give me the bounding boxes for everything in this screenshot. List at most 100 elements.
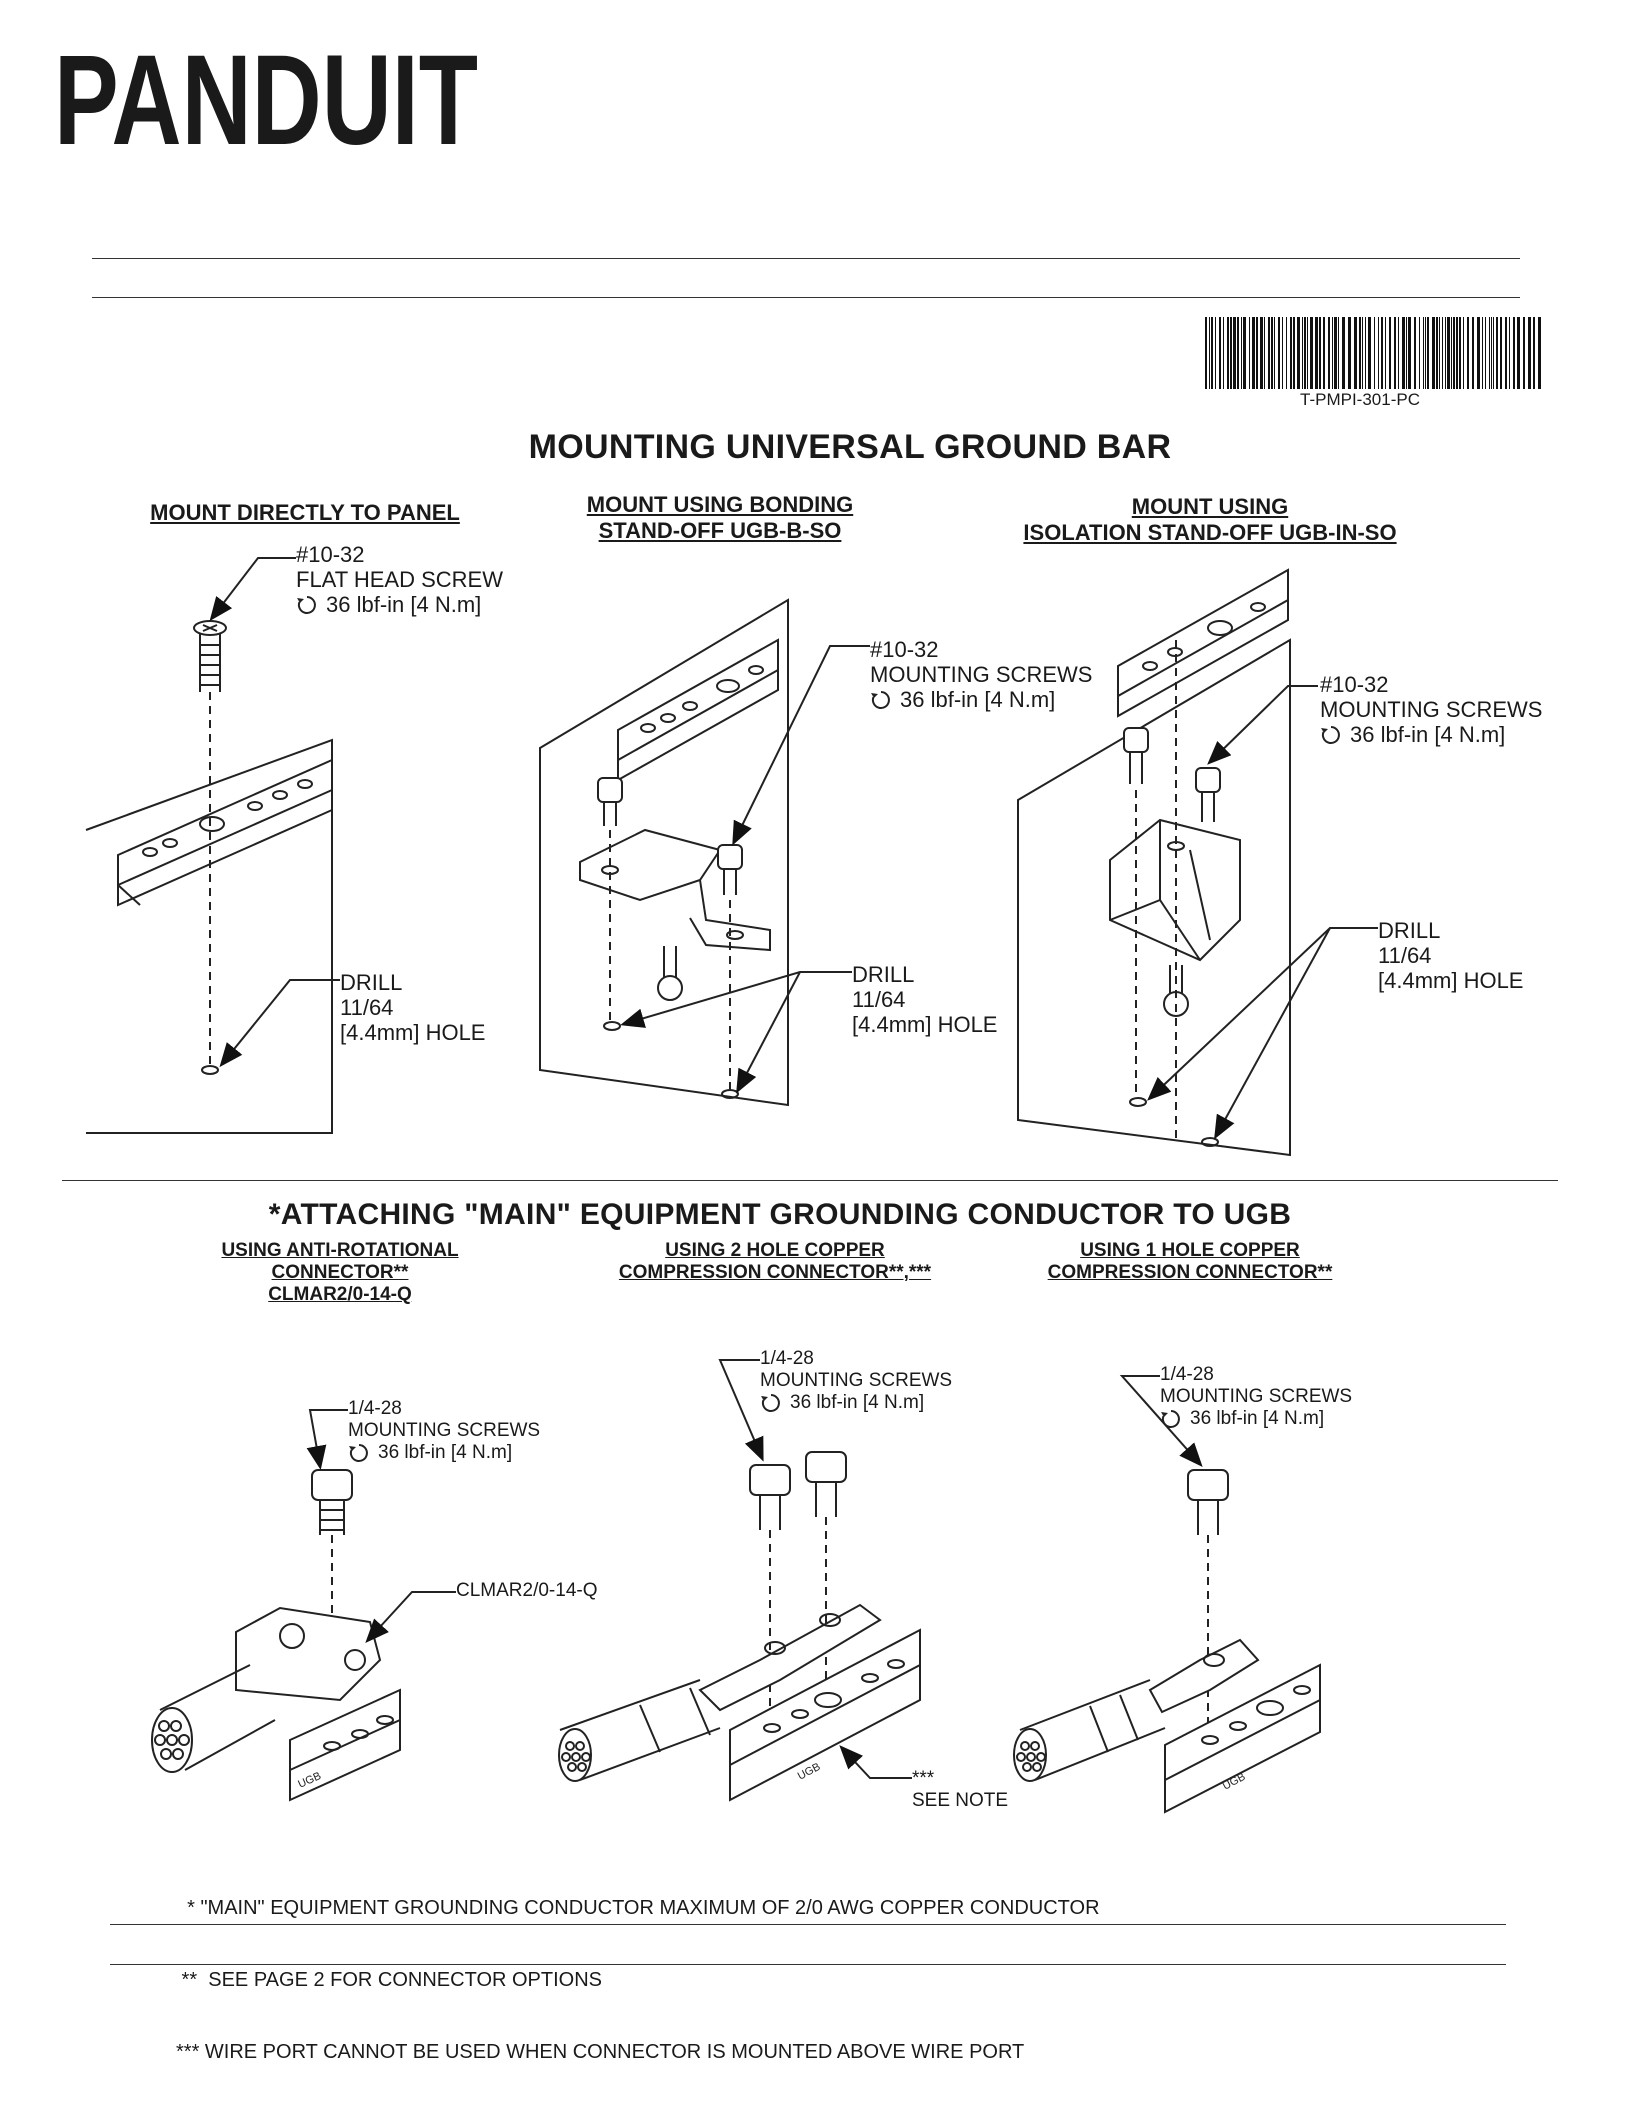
barcode-bar xyxy=(1365,317,1366,389)
barcode-bar xyxy=(1264,317,1265,389)
two-hole-lug xyxy=(698,1603,882,1712)
barcode-bar xyxy=(1472,317,1474,389)
barcode-bar xyxy=(1447,317,1450,389)
barcode-bar xyxy=(1338,317,1339,389)
s2-col1-screw-callout: 1/4-28 MOUNTING SCREWS 36 lbf-in [4 N.m] xyxy=(348,1398,541,1463)
rotation-icon xyxy=(761,1394,780,1412)
s1-col3-heading: MOUNT USING ISOLATION STAND-OFF UGB-IN-S… xyxy=(1023,494,1397,545)
barcode-bar xyxy=(1249,317,1250,389)
s2-col2-note-callout: *** SEE NOTE xyxy=(912,1768,1009,1811)
s1-col2-drill-callout: DRILL 11/64 [4.4mm] HOLE xyxy=(852,962,998,1037)
barcode-bar xyxy=(1378,317,1379,389)
barcode-bar xyxy=(1268,317,1270,389)
header-rule-1 xyxy=(92,258,1520,259)
logo-text: PANDUIT xyxy=(54,46,478,152)
barcode-bar xyxy=(1323,317,1325,389)
barcode-bar xyxy=(1451,317,1452,389)
barcode-bar xyxy=(1442,317,1443,389)
bar-ugb-label: UGB xyxy=(1221,1771,1248,1793)
barcode-bar xyxy=(1477,317,1480,389)
barcode-bar xyxy=(1381,317,1383,389)
header-rule-2 xyxy=(92,297,1520,298)
panel xyxy=(539,598,789,1107)
s1-col3-drill-callout: DRILL 11/64 [4.4mm] HOLE xyxy=(1378,918,1524,993)
barcode-bar xyxy=(1290,317,1292,389)
barcode-bar xyxy=(1243,317,1246,389)
barcode-bar xyxy=(1205,317,1207,389)
barcode-bar xyxy=(1230,317,1232,389)
footnote-2: ** SEE PAGE 2 FOR CONNECTOR OPTIONS xyxy=(176,1969,603,1991)
s2-col2-screw-callout: 1/4-28 MOUNTING SCREWS 36 lbf-in [4 N.m] xyxy=(760,1348,953,1413)
barcode-bar xyxy=(1408,317,1411,389)
barcode-bar xyxy=(1493,317,1494,389)
barcode-bar xyxy=(1425,317,1426,389)
barcode xyxy=(1205,317,1541,389)
panduit-logo: PANDUIT xyxy=(54,46,478,152)
s2-col1-drawing: UGB xyxy=(151,1409,456,1802)
barcode-bar xyxy=(1297,317,1300,389)
bar-ugb-label: UGB xyxy=(296,1770,323,1791)
s1-col2-heading: MOUNT USING BONDING STAND-OFF UGB-B-SO xyxy=(586,492,854,543)
barcode-bar xyxy=(1467,317,1469,389)
panel xyxy=(1017,638,1291,1157)
section2-title: *ATTACHING "MAIN" EQUIPMENT GROUNDING CO… xyxy=(268,1198,1292,1231)
footer-rule-2 xyxy=(110,1964,1506,1965)
bonding-stand-off xyxy=(579,828,722,902)
barcode-bar xyxy=(1274,317,1275,389)
one-hole-lug xyxy=(1148,1638,1260,1714)
barcode-bar xyxy=(1459,317,1461,389)
barcode-bar xyxy=(1463,317,1464,389)
barcode-bar xyxy=(1485,317,1486,389)
barcode-bar xyxy=(1419,317,1420,389)
barcode-bar xyxy=(1439,317,1440,389)
barcode-bar xyxy=(1538,317,1541,389)
barcode-bar xyxy=(1368,317,1371,389)
s1-col1-drawing xyxy=(85,557,340,1134)
footnotes: * "MAIN" EQUIPMENT GROUNDING CONDUCTOR M… xyxy=(176,1848,1100,2088)
barcode-bar xyxy=(1362,317,1363,389)
barcode-bar xyxy=(1414,317,1416,389)
barcode-bar xyxy=(1286,317,1287,389)
barcode-bar xyxy=(1354,317,1357,389)
barcode-bar xyxy=(1509,317,1510,389)
barcode-bar xyxy=(1304,317,1306,389)
barcode-bar xyxy=(1385,317,1386,389)
barcode-bar xyxy=(1394,317,1396,389)
barcode-bar xyxy=(1406,317,1407,389)
s2-col1-part-callout: CLMAR2/0-14-Q xyxy=(456,1580,598,1601)
s2-col2-heading: USING 2 HOLE COPPER COMPRESSION CONNECTO… xyxy=(618,1240,932,1283)
barcode-bar xyxy=(1237,317,1239,389)
s1-col1-screw-callout: #10-32 FLAT HEAD SCREW 36 lbf-in [4 N.m] xyxy=(296,542,503,617)
barcode-bar xyxy=(1359,317,1361,389)
barcode-bar xyxy=(1209,317,1210,389)
barcode-bar xyxy=(1517,317,1520,389)
ground-cable xyxy=(1019,1679,1166,1781)
rotation-icon xyxy=(349,1444,368,1462)
s2-col2-drawing: UGB xyxy=(558,1359,921,1802)
barcode-bar xyxy=(1334,317,1337,389)
barcode-bar xyxy=(1307,317,1308,389)
barcode-bar xyxy=(1319,317,1321,389)
rotation-icon xyxy=(871,690,890,709)
barcode-bar xyxy=(1374,317,1375,389)
barcode-bar xyxy=(1348,317,1351,389)
s2-col3-heading: USING 1 HOLE COPPER COMPRESSION CONNECTO… xyxy=(1047,1240,1333,1283)
panel xyxy=(85,738,333,1134)
doc-code: T-PMPI-301-PC xyxy=(1300,390,1420,409)
ground-bar xyxy=(617,638,779,762)
hex-screw xyxy=(749,1464,791,1496)
barcode-bar xyxy=(1427,317,1429,389)
barcode-bar xyxy=(1436,317,1438,389)
rotation-icon xyxy=(1161,1410,1180,1428)
s1-col2-screw-callout: #10-32 MOUNTING SCREWS 36 lbf-in [4 N.m] xyxy=(870,637,1093,712)
ground-bar xyxy=(1117,568,1289,698)
barcode-bar xyxy=(1445,317,1446,389)
barcode-bar xyxy=(1271,317,1273,389)
s2-col3-drawing: UGB xyxy=(1013,1375,1321,1814)
s1-col1-drill-callout: DRILL 11/64 [4.4mm] HOLE xyxy=(340,970,486,1045)
barcode-bar xyxy=(1278,317,1280,389)
s1-col3-screw-callout: #10-32 MOUNTING SCREWS 36 lbf-in [4 N.m] xyxy=(1320,672,1543,747)
footnote-3: *** WIRE PORT CANNOT BE USED WHEN CONNEC… xyxy=(176,2041,1025,2063)
barcode-bar xyxy=(1211,317,1213,389)
section1-title: MOUNTING UNIVERSAL GROUND BAR xyxy=(528,428,1172,466)
